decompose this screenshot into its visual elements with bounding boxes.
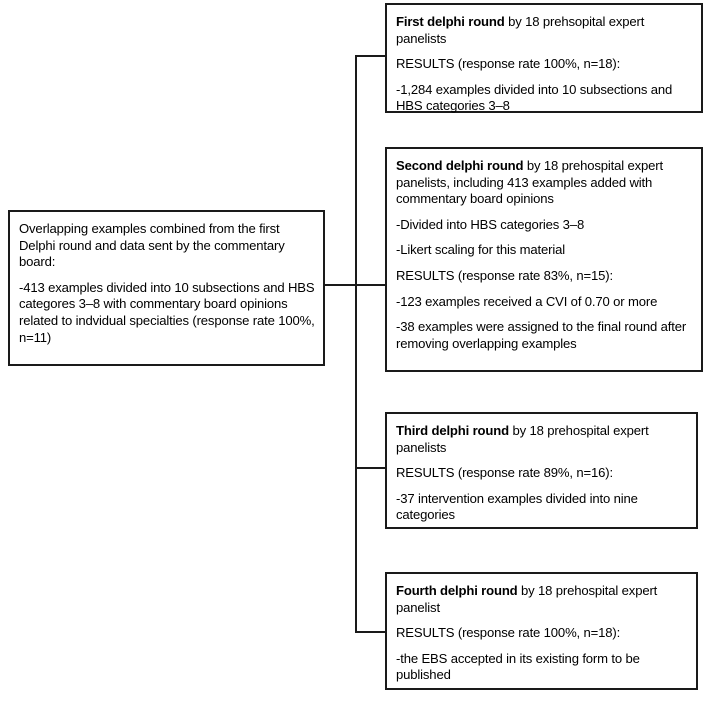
round-3-results-line: RESULTS (response rate 89%, n=16):: [396, 465, 613, 481]
node-commentary-board-input: Overlapping examples combined from the f…: [8, 210, 325, 366]
connector-branch-fourth-round: [355, 631, 386, 633]
node-second-delphi-round: Second delphi round by 18 prehospital ex…: [385, 147, 703, 372]
round-2-bullet-0: -123 examples received a CVI of 0.70 or …: [396, 293, 658, 309]
round-2-heading: Second delphi round by 18 prehospital ex…: [396, 158, 694, 208]
round-4-results-line: RESULTS (response rate 100%, n=18):: [396, 625, 621, 641]
round-3-bullet-0: -37 intervention examples divided into n…: [396, 490, 638, 523]
node-fourth-delphi-round: Fourth delphi round by 18 prehospital ex…: [385, 572, 698, 690]
round-2-results-line: RESULTS (response rate 83%, n=15):: [396, 267, 613, 283]
round-4-bullet-0: -the EBS accepted in its existing form t…: [396, 650, 640, 683]
source-paragraph-results: -413 examples divided into 10 subsection…: [19, 279, 315, 345]
round-1-heading-bold: First delphi round: [396, 14, 505, 29]
connector-branch-third-round: [355, 467, 386, 469]
round-1-heading-rest: by 18 prehsopital expert panelists: [396, 14, 645, 46]
round-4-heading-bold: Fourth delphi round: [396, 583, 518, 598]
round-3-heading-rest: by 18 prehospital expert panelists: [396, 423, 649, 455]
round-2-bullet-1: -38 examples were assigned to the final …: [396, 319, 687, 351]
round-1-results-line: RESULTS (response rate 100%, n=18):: [396, 56, 621, 72]
round-1-heading: First delphi round by 18 prehsopital exp…: [396, 14, 694, 47]
round-2-prebullet-1: -Likert scaling for this material: [396, 242, 565, 258]
round-4-heading: Fourth delphi round by 18 prehospital ex…: [396, 583, 689, 616]
round-2-prebullet-0: -Divided into HBS categories 3–8: [396, 216, 585, 232]
round-3-heading: Third delphi round by 18 prehospital exp…: [396, 423, 689, 456]
node-third-delphi-round: Third delphi round by 18 prehospital exp…: [385, 412, 698, 529]
round-2-heading-bold: Second delphi round: [396, 158, 524, 173]
round-4-heading-rest: by 18 prehospital expert panelist: [396, 583, 658, 615]
connector-branch-second-round: [355, 284, 386, 286]
connector-source-to-trunk: [325, 284, 357, 286]
round-1-bullet-0: -1,284 examples divided into 10 subsecti…: [396, 81, 673, 114]
node-first-delphi-round: First delphi round by 18 prehsopital exp…: [385, 3, 703, 113]
connector-branch-first-round: [355, 55, 386, 57]
connector-trunk-vertical: [355, 55, 357, 633]
round-3-heading-bold: Third delphi round: [396, 423, 509, 438]
round-2-heading-rest: by 18 prehospital expert panelists, incl…: [396, 158, 664, 207]
source-paragraph-intro: Overlapping examples combined from the f…: [19, 221, 285, 270]
